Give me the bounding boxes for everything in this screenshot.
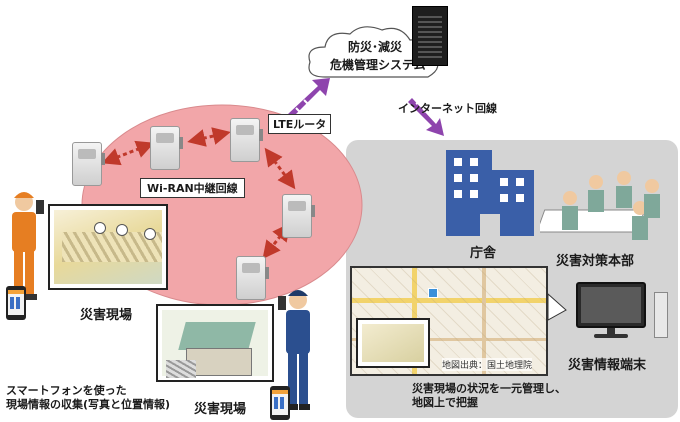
building-icon bbox=[446, 150, 534, 236]
monitor-icon bbox=[576, 282, 646, 338]
map-callout bbox=[547, 292, 567, 321]
hq-label: 災害対策本部 bbox=[556, 254, 635, 269]
radio-unit-icon bbox=[236, 256, 269, 300]
office-label: 庁舎 bbox=[470, 246, 497, 261]
mgmt-caption-2: 地図上で把握 bbox=[412, 396, 478, 409]
wiran-label: Wi-RAN中継回線 bbox=[140, 178, 245, 198]
mgmt-caption-1: 災害現場の状況を一元管理し、 bbox=[412, 382, 566, 395]
people-icon bbox=[540, 171, 660, 240]
link-arrow bbox=[101, 140, 155, 166]
radio-unit-icon bbox=[72, 142, 105, 186]
site-photo-1 bbox=[48, 204, 168, 290]
smartphone-icon bbox=[6, 286, 26, 320]
uplink-arrow bbox=[288, 78, 330, 118]
site-label-2: 災害現場 bbox=[194, 402, 247, 417]
lte-label: LTEルータ bbox=[268, 114, 332, 134]
site-label-1: 災害現場 bbox=[80, 308, 133, 323]
pc-tower-icon bbox=[654, 292, 668, 338]
link-arrow bbox=[264, 147, 296, 190]
map-credit: 地図出典：国土地理院 bbox=[442, 358, 533, 371]
radio-unit-icon bbox=[230, 118, 263, 162]
internet-label: インターネット回線 bbox=[398, 102, 497, 115]
smartphone-caption-2: 現場情報の収集(写真と位置情報) bbox=[6, 398, 171, 411]
radio-unit-icon bbox=[150, 126, 183, 170]
officer-icon bbox=[278, 290, 310, 410]
link-arrow bbox=[187, 127, 231, 147]
cloud-label-1: 防災･減災 bbox=[348, 40, 403, 54]
terminal-label: 災害情報端末 bbox=[568, 358, 647, 373]
cloud-label-2: 危機管理システム bbox=[330, 58, 426, 72]
server-icon bbox=[412, 6, 448, 66]
site-photo-2 bbox=[156, 304, 274, 382]
downlink-arrow bbox=[408, 98, 444, 136]
smartphone-caption-1: スマートフォンを使った bbox=[6, 384, 127, 397]
map-site-photo bbox=[356, 318, 430, 368]
link-arrow bbox=[262, 222, 291, 260]
smartphone-icon bbox=[270, 386, 290, 420]
radio-unit-icon bbox=[282, 194, 315, 238]
